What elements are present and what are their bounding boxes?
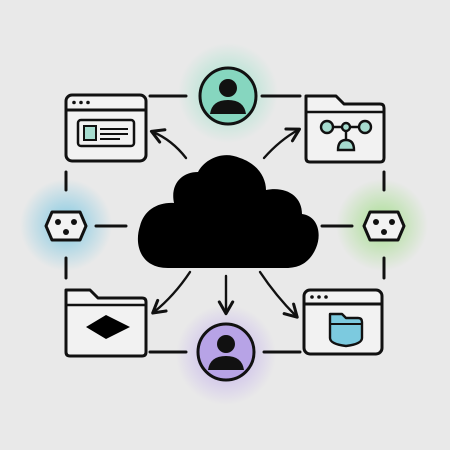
browser-top-left-node[interactable] [64, 93, 148, 163]
arrow-to-bottom-right [258, 270, 299, 319]
connector-right-node[interactable] [362, 210, 406, 242]
card-image [83, 125, 97, 141]
window-dot [86, 100, 90, 105]
user-bottom-node[interactable] [196, 322, 256, 382]
folder-top-right-node[interactable] [304, 94, 386, 164]
window-dot [324, 295, 328, 299]
arrow-to-bottom-left [151, 270, 192, 315]
window-dot [79, 100, 83, 105]
browser-bottom-right-node[interactable] [302, 288, 384, 356]
folder-bottom-left-node[interactable] [64, 288, 148, 358]
arrow-to-top-right [262, 127, 301, 160]
folder-shield-icon [328, 312, 364, 348]
cloud-arrows [149, 127, 301, 319]
arrow-to-top-left [149, 128, 188, 160]
connector-left-node[interactable] [44, 210, 88, 242]
user-avatar-icon [208, 335, 244, 370]
connector-plug-icon [362, 210, 406, 242]
user-top-node[interactable] [198, 66, 258, 126]
window-dot [72, 100, 76, 105]
window-dot [310, 295, 314, 299]
user-avatar-icon [210, 79, 246, 114]
connector-plug-icon [44, 210, 88, 242]
connection-lines [64, 94, 386, 354]
cloud-icon [137, 155, 319, 268]
network-graph [319, 119, 373, 152]
window-dot [317, 295, 321, 299]
diamond-shape [86, 315, 130, 339]
